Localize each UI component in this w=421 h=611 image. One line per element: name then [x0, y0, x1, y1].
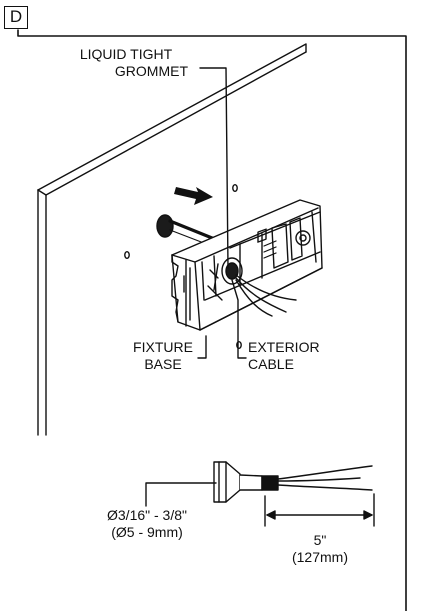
- exterior-cable-label: EXTERIOR CABLE: [248, 339, 348, 373]
- length-dimension: [264, 493, 375, 527]
- length-label-line1: 5": [313, 532, 327, 548]
- exterior-cable-wires: [235, 274, 297, 317]
- fixture-base-housing: [171, 199, 323, 331]
- length-label-line2: (127mm): [291, 549, 348, 565]
- screw-hole-lower: [236, 341, 242, 350]
- exterior-cable-label-line2: CABLE: [248, 356, 294, 372]
- diameter-label-line2: (Ø5 - 9mm): [111, 524, 183, 540]
- diameter-label: Ø3/16" - 3/8" (Ø5 - 9mm): [92, 507, 202, 541]
- fixture-base-label: FIXTURE BASE: [130, 339, 196, 373]
- fixture-base-label-line2: BASE: [144, 356, 182, 372]
- grommet-label-line2: GROMMET: [114, 63, 188, 79]
- fixture-leader-line: [197, 335, 207, 359]
- fixture-base-label-line1: FIXTURE: [133, 339, 193, 355]
- grommet-label: LIQUID TIGHT GROMMET: [56, 46, 196, 80]
- panel-frame: [17, 29, 407, 611]
- panel-letter-badge: D: [4, 6, 28, 29]
- grommet-label-line1: LIQUID TIGHT: [79, 46, 173, 62]
- screw-hole-top: [232, 183, 238, 192]
- length-label: 5" (127mm): [282, 532, 358, 566]
- grommet-leader-line: [199, 67, 229, 269]
- wall-plate: [37, 43, 307, 436]
- insert-arrow-icon: [174, 187, 213, 205]
- diameter-leader-line: [145, 482, 217, 507]
- exterior-cable-label-line1: EXTERIOR: [248, 339, 320, 355]
- cable-end-detail: [213, 461, 373, 503]
- screw-hole-left: [124, 250, 130, 259]
- cable-leader-line: [231, 279, 247, 359]
- diameter-label-line1: Ø3/16" - 3/8": [107, 507, 187, 523]
